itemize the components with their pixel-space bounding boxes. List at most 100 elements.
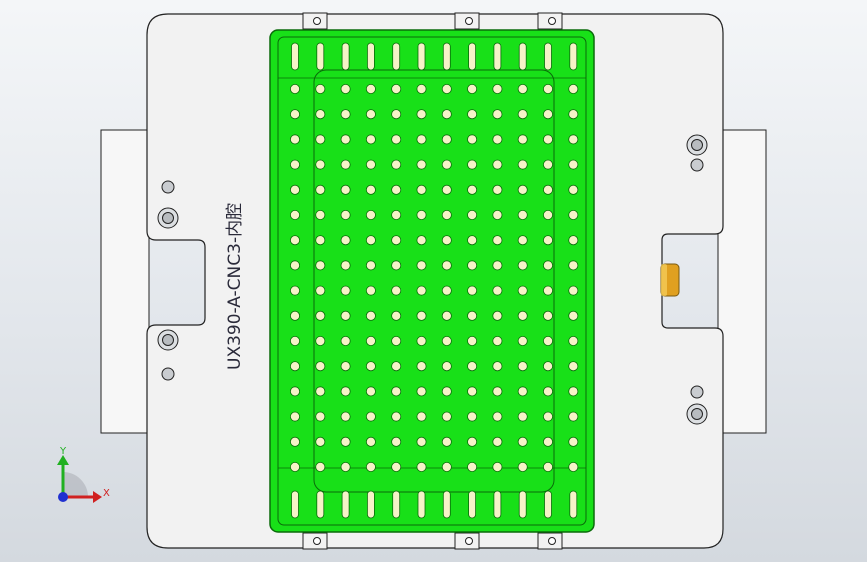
vent-hole [289,134,300,145]
vent-hole [340,411,351,422]
vent-hole [492,285,503,296]
vent-hole [391,386,402,397]
vent-hole [492,184,503,195]
vent-hole [416,109,427,120]
vent-hole [416,461,427,472]
vent-hole [340,209,351,220]
vent-hole [467,235,478,246]
vent-hole [289,184,300,195]
tab-hole [548,17,556,25]
vent-hole [340,461,351,472]
vent-hole [517,184,528,195]
vent-hole [365,335,376,346]
vent-hole [568,361,579,372]
right-side-block [717,129,767,434]
vent-hole [441,335,452,346]
vent-hole [391,184,402,195]
vent-hole [365,361,376,372]
vent-hole [441,411,452,422]
inner-cavity-pocket[interactable] [269,29,595,533]
vent-hole [340,159,351,170]
vent-hole [467,310,478,321]
vent-hole [289,310,300,321]
vent-hole [416,159,427,170]
counterbore-inner [162,212,174,224]
vent-hole [340,184,351,195]
vent-hole [568,235,579,246]
vent-hole [289,361,300,372]
vent-hole [340,361,351,372]
vent-hole [340,235,351,246]
screw-hole [690,158,704,172]
vent-hole [391,436,402,447]
screw-hole [690,385,704,399]
vent-hole [315,436,326,447]
vent-hole [441,461,452,472]
vent-hole [289,84,300,95]
vent-hole [391,285,402,296]
vent-hole [365,310,376,321]
vent-hole [568,411,579,422]
vent-hole [517,159,528,170]
vent-hole [315,184,326,195]
vent-hole [517,285,528,296]
cylinder-pin-icon[interactable] [660,263,680,297]
vent-hole [517,109,528,120]
vent-hole [568,461,579,472]
vent-hole [568,335,579,346]
vent-hole [467,361,478,372]
vent-hole [543,361,554,372]
vent-hole [391,134,402,145]
vent-hole [391,109,402,120]
slot [366,490,375,519]
vent-hole [467,436,478,447]
vent-hole [543,461,554,472]
vent-hole [416,335,427,346]
vent-hole [289,260,300,271]
vent-hole [365,209,376,220]
vent-hole [289,285,300,296]
vent-hole [441,436,452,447]
vent-hole [340,310,351,321]
vent-hole [289,335,300,346]
vent-hole [441,285,452,296]
vent-hole [441,386,452,397]
vent-hole [391,260,402,271]
mounting-tabs [302,12,563,550]
vent-hole [365,235,376,246]
vent-hole [315,310,326,321]
vent-hole [391,159,402,170]
vent-hole [315,461,326,472]
screw-hole [161,367,175,381]
slot [291,42,299,71]
vent-hole [492,361,503,372]
vent-hole [517,209,528,220]
vent-hole [340,386,351,397]
y-axis-label: Y [59,446,67,457]
slot [392,490,401,519]
slot [341,490,350,519]
slot [417,42,426,71]
vent-hole [568,159,579,170]
vent-hole [391,235,402,246]
vent-hole [416,184,427,195]
vent-hole [467,134,478,145]
vent-hole [467,461,478,472]
tab-hole [313,537,321,545]
vent-hole [315,386,326,397]
slot [468,490,477,519]
tab-hole [548,537,556,545]
vent-hole [467,386,478,397]
vent-hole [492,84,503,95]
vent-hole [543,235,554,246]
vent-hole [517,310,528,321]
vent-hole [492,411,503,422]
vent-hole [391,84,402,95]
vent-hole [568,134,579,145]
vent-hole [416,209,427,220]
vent-hole [492,134,503,145]
vent-hole [543,159,554,170]
vent-hole [517,411,528,422]
